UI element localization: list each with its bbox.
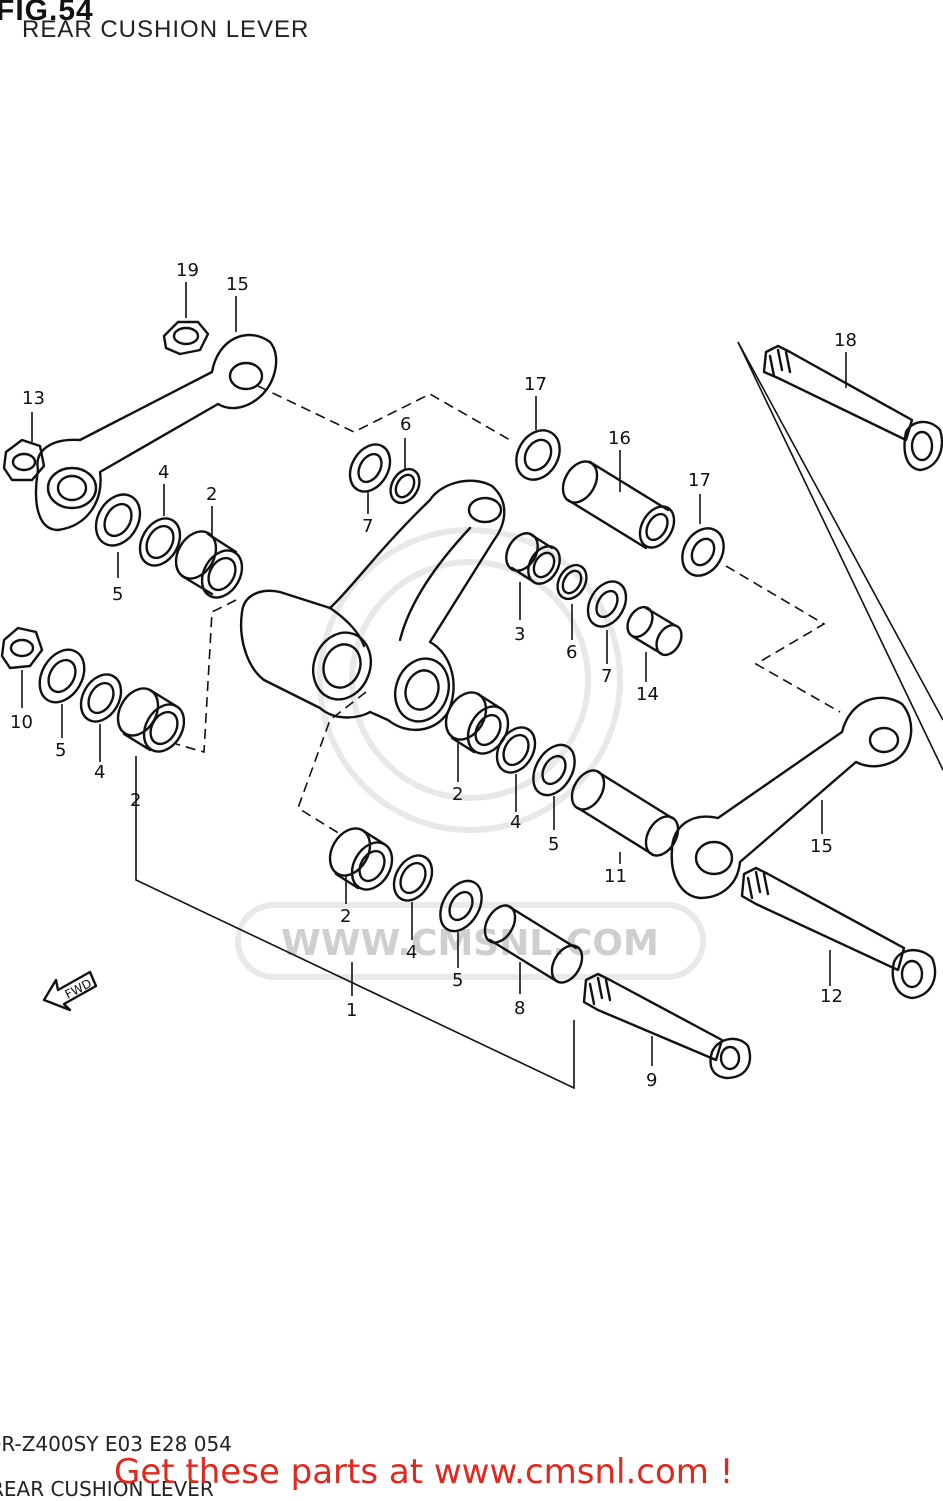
callout-15-lower: 15	[810, 836, 833, 857]
figure-title: REAR CUSHION LEVER	[22, 16, 310, 43]
section-name: REAR CUSHION LEVER	[0, 1477, 214, 1501]
get-parts-link[interactable]: Get these parts at www.cmsnl.com !	[114, 1452, 734, 1492]
washer-17-upper	[515, 429, 561, 481]
bearing-2-lower	[328, 827, 394, 891]
seal-4-upper	[138, 517, 182, 567]
callout-3: 3	[514, 624, 525, 645]
callout-11: 11	[604, 866, 627, 887]
link-rod-15-upper	[34, 333, 278, 532]
callout-7-right: 7	[601, 666, 612, 687]
callout-5-right: 5	[548, 834, 559, 855]
fwd-label: FWD	[63, 976, 94, 1002]
callout-14: 14	[636, 684, 659, 705]
bolt-9	[582, 972, 752, 1080]
nut-10	[0, 626, 44, 670]
assembly-guide-lines	[175, 385, 841, 835]
callout-19: 19	[176, 260, 199, 281]
spacer-16	[561, 460, 676, 550]
callout-17-right: 17	[688, 470, 711, 491]
callout-1: 1	[346, 1000, 357, 1021]
washer-5-upper	[94, 493, 142, 547]
callout-18: 18	[834, 330, 857, 351]
callout-16: 16	[608, 428, 631, 449]
bracket-lines	[135, 341, 943, 1090]
callout-5-left: 5	[55, 740, 66, 761]
callout-12: 12	[820, 986, 843, 1007]
collar-14	[626, 605, 683, 657]
washer-5-left	[38, 648, 86, 704]
model-code: DR-Z400SY E03 E28 054	[0, 1432, 232, 1456]
callout-4-upper: 4	[158, 462, 169, 483]
callout-2-lower: 2	[340, 906, 351, 927]
callout-4-lower: 4	[406, 942, 417, 963]
callout-10: 10	[10, 712, 33, 733]
washer-7-upper	[348, 443, 392, 493]
cushion-lever-body	[239, 479, 506, 732]
seal-4-left	[79, 673, 123, 723]
washer-5-lower	[439, 879, 483, 933]
washer-5-right	[532, 743, 576, 797]
nut-19	[162, 320, 210, 356]
callout-6-upper: 6	[400, 414, 411, 435]
callout-13: 13	[22, 388, 45, 409]
bearing-3	[505, 532, 561, 585]
callout-5-lower: 5	[452, 970, 463, 991]
callout-7-upper: 7	[362, 516, 373, 537]
callout-labels: 19 15 13 4 2 5 7 6 17 16 17 18 3 6 7 14 …	[10, 260, 857, 1091]
leader-lines	[21, 282, 847, 1066]
link-rod-15-lower	[670, 696, 913, 900]
callout-4-right: 4	[510, 812, 521, 833]
bearing-2-right	[444, 691, 510, 755]
callout-6-right: 6	[566, 642, 577, 663]
spacer-8	[483, 904, 584, 984]
washer-7-right	[586, 580, 628, 628]
washer-17-right	[681, 527, 725, 577]
seal-6-right	[556, 563, 588, 601]
seal-4-lower	[392, 854, 434, 902]
callout-2-upper: 2	[206, 484, 217, 505]
nut-13	[2, 438, 46, 482]
fwd-arrow-icon	[42, 970, 98, 1012]
callout-4-left: 4	[94, 762, 105, 783]
callout-8: 8	[514, 998, 525, 1019]
watermark-text: WWW.CMSNL.COM	[281, 923, 659, 964]
callout-2-right: 2	[452, 784, 463, 805]
callout-17-upper: 17	[524, 374, 547, 395]
spacer-11	[570, 769, 680, 857]
bolt-12	[740, 866, 937, 1000]
callout-15-upper: 15	[226, 274, 249, 295]
bearing-2-left	[116, 687, 186, 753]
callout-5-upper: 5	[112, 584, 123, 605]
figure-number: FIG.54	[0, 0, 94, 27]
seal-6-upper	[389, 467, 421, 505]
seal-4-right	[495, 726, 537, 774]
callout-2-left: 2	[130, 790, 141, 811]
watermark	[235, 527, 706, 980]
bolt-18	[762, 344, 943, 472]
callout-9: 9	[646, 1070, 657, 1091]
